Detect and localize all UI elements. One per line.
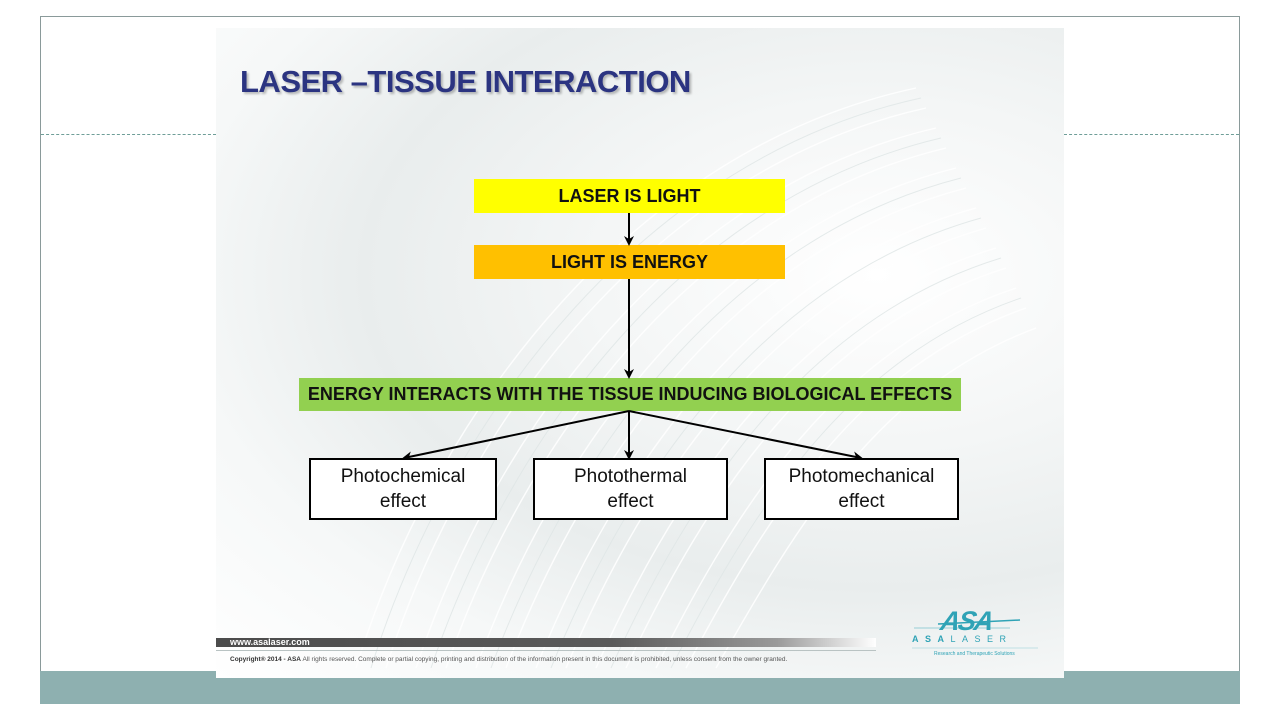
box-photothermal [533,458,728,520]
logo-brand-text: ASALASER [912,634,1048,644]
logo-tagline: Research and Therapeutic Solutions [934,651,1015,657]
asa-logo-mark: ASA [912,605,1038,649]
effect-line2: effect [379,491,427,512]
label-photochemical: Photochemical effect [310,459,496,519]
slide-content: LASER –TISSUE INTERACTION LASER IS LIGHT… [216,28,1064,678]
logo-mark-text: ASA [937,605,995,636]
footer-bar [216,638,876,647]
label-energy-interacts: ENERGY INTERACTS WITH THE TISSUE INDUCIN… [307,384,953,404]
effect-line1: Photochemical [340,466,466,487]
arrow-to-photomechanical [628,410,863,462]
page-title: LASER –TISSUE INTERACTION [240,64,691,99]
box-energy-interacts [299,378,961,411]
logo-brand-a: ASA [912,634,951,644]
footer-rule [216,650,876,651]
box-photomechanical [764,458,959,520]
copyright-bold: Copyright® 2014 - ASA [230,656,302,663]
effect-line1: Photothermal [573,466,687,487]
label-photothermal: Photothermal effect [534,459,727,519]
effect-line2: effect [838,491,885,512]
footer-url: www.asalaser.com [230,637,310,647]
box-light-energy [474,245,785,279]
label-light-energy: LIGHT IS ENERGY [550,251,709,272]
box-laser-light [474,179,785,213]
effect-line1: Photomechanical [788,466,935,487]
box-photochemical [309,458,497,520]
copyright-notice: Copyright® 2014 - ASA All rights reserve… [230,656,787,663]
logo-brand-b: LASER [950,634,1013,644]
effect-line2: effect [607,491,654,512]
divider-left [41,134,216,135]
flow-diagram [299,179,961,520]
label-photomechanical: Photomechanical effect [765,459,958,519]
label-laser-light: LASER IS LIGHT [558,185,701,206]
copyright-text: All rights reserved. Complete or partial… [301,656,788,663]
arrow-to-photochemical [402,410,630,462]
divider-right [1064,134,1239,135]
